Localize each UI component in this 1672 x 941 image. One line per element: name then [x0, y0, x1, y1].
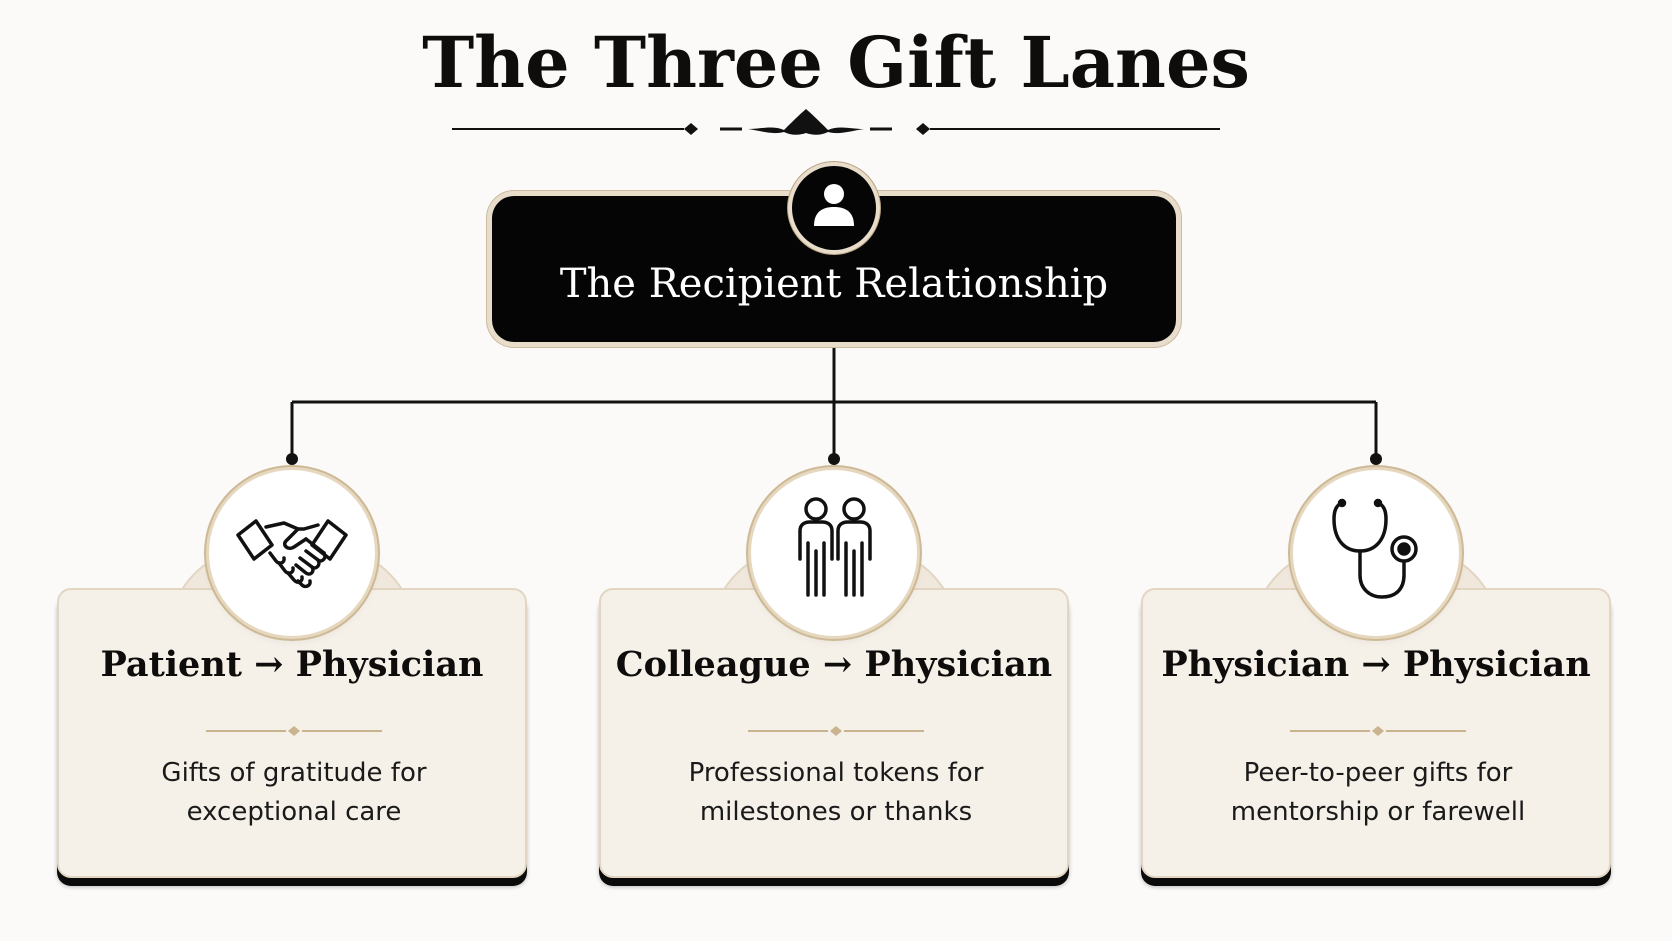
- lane-description: Gifts of gratitude for exceptional care: [79, 754, 509, 832]
- title-ornament: [452, 109, 1220, 135]
- card-divider: [1290, 726, 1466, 736]
- lane-title: Patient → Physician: [100, 644, 484, 685]
- lane-description-line: exceptional care: [186, 797, 402, 827]
- lane-description-line: Gifts of gratitude for: [161, 758, 427, 788]
- lane-card-colleague: Colleague → Physician Professional token…: [599, 588, 1069, 878]
- lane-description: Professional tokens for milestones or th…: [621, 754, 1051, 832]
- lane-title: Colleague → Physician: [615, 644, 1053, 685]
- lane-description-line: Peer-to-peer gifts for: [1243, 758, 1513, 788]
- card-divider: [748, 726, 924, 736]
- lane-title: Physician → Physician: [1161, 644, 1591, 685]
- card-divider: [206, 726, 382, 736]
- root-label: The Recipient Relationship: [559, 261, 1109, 307]
- lane-description-line: Professional tokens for: [688, 758, 984, 788]
- colleagues-icon: [751, 470, 917, 636]
- lane-card-patient: Patient → Physician Gifts of gratitude f…: [57, 588, 527, 878]
- lane-description: Peer-to-peer gifts for mentorship or far…: [1163, 754, 1593, 832]
- lane-card-physician: Physician → Physician Peer-to-peer gifts…: [1141, 588, 1611, 878]
- lane-description-line: milestones or thanks: [699, 797, 973, 827]
- page-title: The Three Gift Lanes: [422, 21, 1250, 104]
- stethoscope-icon: [1293, 470, 1459, 636]
- person-icon: [792, 166, 876, 250]
- root-node: The Recipient Relationship: [492, 196, 1176, 342]
- lane-description-line: mentorship or farewell: [1230, 797, 1526, 827]
- handshake-icon: [209, 470, 375, 636]
